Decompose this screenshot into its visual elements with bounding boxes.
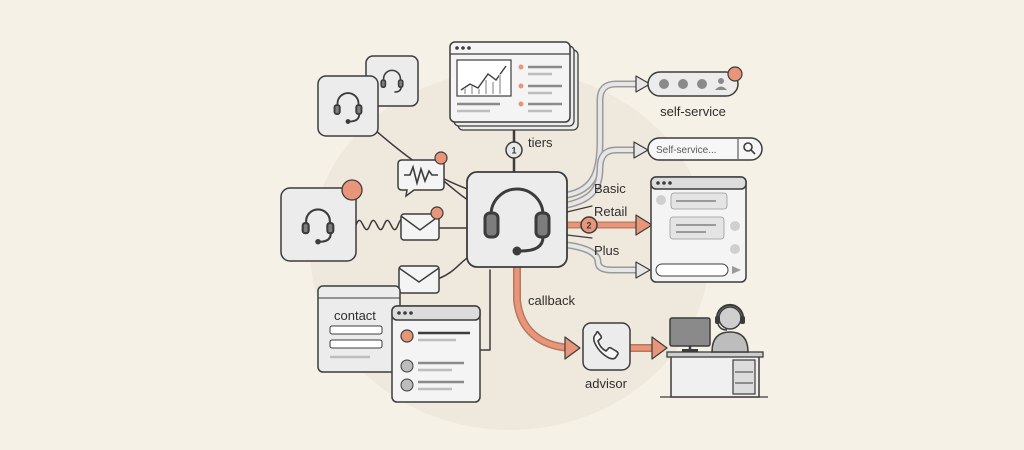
list-item-avatar-active — [400, 329, 414, 343]
user-icon — [715, 78, 727, 90]
step-2-number: 2 — [586, 221, 591, 231]
contact-field-2 — [329, 339, 383, 349]
advisor-desk-scene — [660, 303, 768, 398]
headset-icon — [301, 208, 335, 245]
voice-message-bubble — [397, 151, 448, 198]
connector-list-hub — [479, 269, 491, 351]
step-1-number: 1 — [511, 146, 516, 156]
dashboard-window — [449, 41, 579, 131]
monitor — [669, 317, 711, 347]
conversation-list-window — [391, 305, 481, 403]
self-service-search-bar[interactable]: Self-service... — [647, 137, 763, 161]
agent-card-front — [317, 75, 379, 137]
advisor-person — [711, 303, 749, 353]
phone-card — [582, 322, 631, 371]
search-icon[interactable] — [743, 142, 756, 155]
waveform-icon — [404, 164, 438, 187]
contact-form-card: contact — [317, 285, 401, 373]
chart-thumbnail — [456, 59, 512, 97]
self-service-label: self-service — [660, 104, 726, 119]
phone-icon — [592, 330, 619, 360]
tier-basic-label: Basic — [594, 181, 626, 196]
headset-icon — [380, 69, 404, 93]
chat-window — [650, 176, 747, 283]
envelope-icon-2 — [398, 265, 440, 294]
headset-icon — [333, 92, 363, 124]
advisor-label: advisor — [585, 376, 628, 391]
step-1-badge: 1 — [505, 141, 523, 159]
contact-field-1 — [329, 325, 383, 335]
envelope-icon — [400, 206, 444, 241]
arrowhead-self-service — [635, 75, 651, 93]
chat-input[interactable] — [655, 263, 729, 277]
callback-label: callback — [528, 293, 575, 308]
chat-bubble-outgoing — [669, 216, 725, 240]
step-2-badge: 2 — [580, 216, 598, 234]
arrowhead-retail — [635, 214, 653, 236]
hub-node — [466, 171, 568, 268]
arrowhead-plus — [635, 261, 651, 279]
hub-headset-icon — [483, 187, 551, 256]
tiers-label: tiers — [528, 135, 553, 150]
notification-dot — [341, 179, 363, 201]
agent-card-left — [280, 179, 363, 262]
arrowhead-callback — [564, 336, 581, 360]
tier-plus-label: Plus — [594, 243, 620, 258]
contact-label: contact — [334, 308, 376, 323]
self-service-pill — [647, 66, 743, 97]
tier-retail-label: Retail — [594, 204, 627, 219]
arrowhead-search — [633, 141, 649, 159]
arrowhead-phone-advisor — [651, 336, 668, 360]
send-icon[interactable] — [732, 266, 741, 274]
connectors — [355, 75, 668, 360]
search-placeholder: Self-service... — [656, 145, 717, 156]
